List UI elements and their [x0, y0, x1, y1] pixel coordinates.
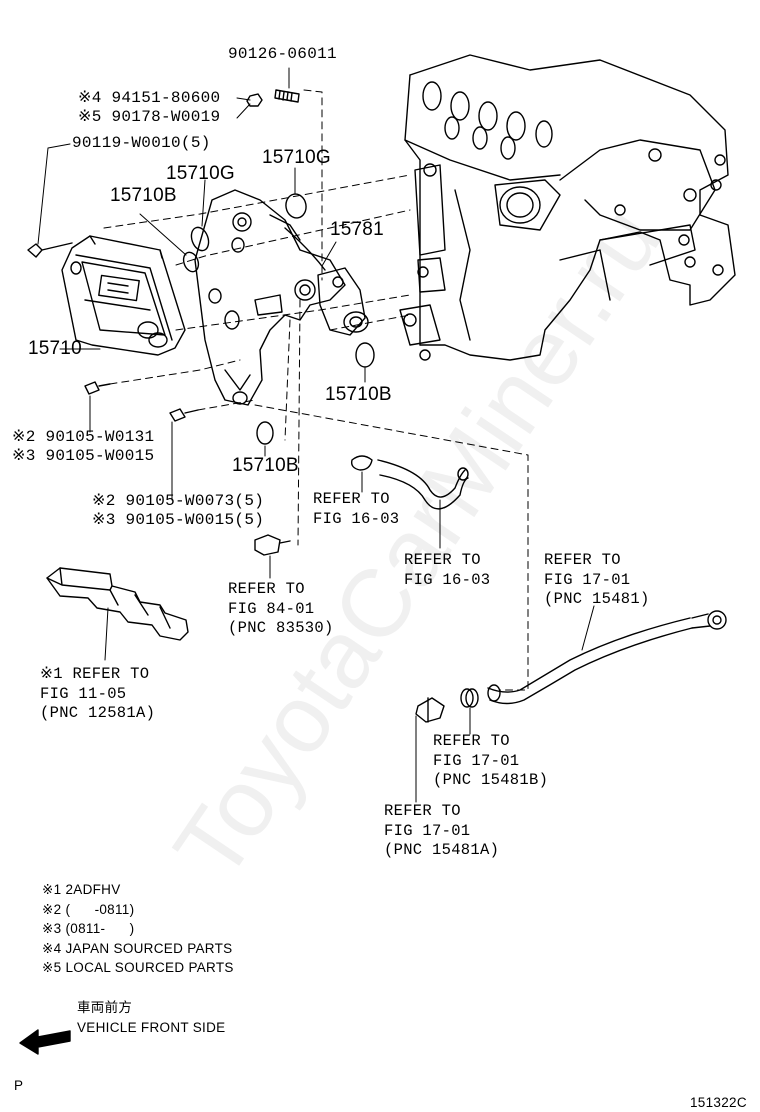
notes-list: ※1 2ADFHV ※2 ( -0811) ※3 (0811- ) ※4 JAP…	[42, 880, 234, 978]
part-label-94151-80600: ※4 94151-80600	[78, 89, 221, 107]
engine-block-illustration	[399, 54, 736, 361]
leader-lines	[37, 67, 595, 803]
gasket-rings	[182, 193, 375, 445]
direction-label-en: VEHICLE FRONT SIDE	[77, 1020, 226, 1035]
dashed-alignment-lines	[103, 89, 529, 691]
reference-sensor: REFER TO FIG 84-01 (PNC 83530)	[228, 580, 334, 637]
timing-cover-illustration	[46, 567, 189, 641]
part-label-15710b-upper: 15710B	[110, 185, 177, 206]
vehicle-front-arrow	[19, 1029, 71, 1055]
part-label-15710b-lower: 15710B	[232, 455, 299, 476]
reference-hose: REFER TO FIG 16-03	[404, 551, 491, 589]
part-label-90119-w0010: 90119-W0010(5)	[72, 134, 211, 152]
figure-code: 151322C	[690, 1095, 747, 1110]
part-label-90105-w0015: ※3 90105-W0015	[12, 447, 155, 465]
bolts	[27, 89, 479, 723]
union-fitting-illustration	[284, 227, 369, 336]
part-label-15710g-left: 15710G	[166, 163, 235, 184]
note-3: ※3 (0811- )	[42, 921, 135, 936]
direction-label-jp: 車両前方	[77, 1000, 133, 1016]
part-label-15781: 15781	[330, 219, 384, 240]
oil-cooler-illustration	[61, 235, 186, 356]
footer-mark: P	[14, 1078, 24, 1093]
reference-pipe: REFER TO FIG 17-01 (PNC 15481)	[544, 551, 650, 608]
part-label-90105-w0073: ※2 90105-W0073(5)	[92, 492, 265, 510]
part-label-15710: 15710	[28, 338, 82, 359]
reference-cover: ※1 REFER TO FIG 11-05 (PNC 12581A)	[40, 665, 156, 722]
part-label-15710b-right: 15710B	[325, 384, 392, 405]
note-4: ※4 JAPAN SOURCED PARTS	[42, 940, 233, 956]
part-label-90105-w0131: ※2 90105-W0131	[12, 428, 155, 446]
part-label-90126-06011: 90126-06011	[228, 45, 337, 63]
reference-clamp: REFER TO FIG 16-03	[313, 490, 400, 528]
reference-bolt-pipe: REFER TO FIG 17-01 (PNC 15481A)	[384, 802, 500, 859]
note-5: ※5 LOCAL SOURCED PARTS	[42, 960, 234, 975]
part-label-15710g-right: 15710G	[262, 147, 331, 168]
part-label-90105-w0015-5: ※3 90105-W0015(5)	[92, 511, 265, 529]
part-label-90178-w0019: ※5 90178-W0019	[78, 108, 221, 126]
oil-pipe-illustration	[487, 610, 727, 705]
reference-gasket-pipe: REFER TO FIG 17-01 (PNC 15481B)	[433, 732, 549, 789]
note-2: ※2 ( -0811)	[42, 901, 135, 917]
note-1: ※1 2ADFHV	[42, 882, 121, 897]
